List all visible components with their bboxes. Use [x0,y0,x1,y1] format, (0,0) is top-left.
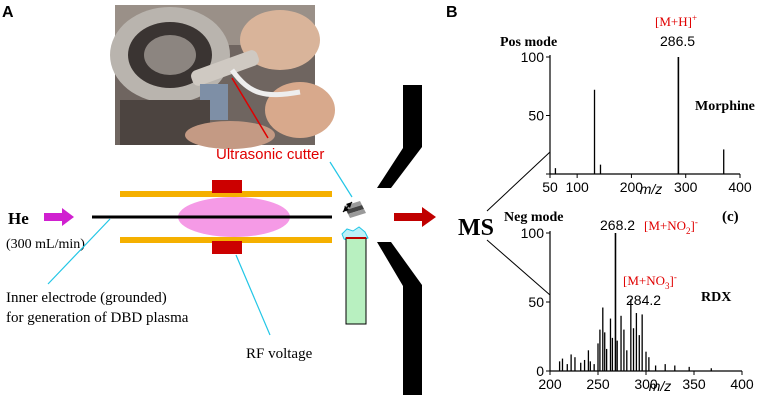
neg-x-tick-label: 250 [586,376,610,392]
pos-y-tick-label: 100 [521,49,545,65]
rf-voltage-label: RF voltage [246,346,313,362]
neg-panel-tag: (c) [722,209,739,225]
dbd-plasma-label: for generation of DBD plasma [6,310,189,326]
pos-ion-label: [M+H]+ [655,13,697,29]
rf-leader-line [235,254,271,336]
neg-compound-label: RDX [701,290,731,305]
upper-tube-wall [120,191,332,197]
oscillation-arrow [342,201,353,213]
neg-y-tick-label: 50 [528,294,544,310]
ms-to-pos-line [486,151,551,212]
pos-x-tick-label: 200 [620,179,644,195]
pos-x-axis-label: m/z [640,181,663,197]
pos-mode-title: Pos mode [500,35,557,50]
neg-mode-spectrum: Neg mode 268.2 [M+NO2]- (c) [M+NO3]- 284… [504,209,754,394]
inner-electrode-label: Inner electrode (grounded) [6,290,167,306]
electrode-leader-line [47,218,111,285]
ultrasonic-cutter-blade [344,201,366,218]
neg-x-axis-label: m/z [649,378,672,394]
flow-rate-label: (300 mL/min) [6,237,85,252]
neg-ion-label-1: [M+NO2]- [644,217,698,236]
pos-x-tick-label: 300 [674,179,698,195]
ms-inlet-upper [377,85,422,188]
pos-y-tick-label: 50 [528,108,544,124]
ms-label: MS [458,215,494,241]
pos-mode-spectrum: Pos mode [M+H]+ 286.5 Morphine 50 100 50 10… [500,13,755,197]
neg-x-tick-label: 400 [730,376,754,392]
gas-inlet-arrow [44,208,74,226]
gas-label: He [8,209,29,228]
ms-inlet-lower [377,242,422,395]
panel-a-letter: A [2,4,14,21]
pos-peaks [554,57,725,174]
neg-mode-title: Neg mode [504,210,564,225]
sample-holder [345,237,367,325]
neg-ion-label-2: [M+NO3]- [623,272,677,291]
neg-y-tick-label: 100 [521,225,545,241]
dbd-ion-source [92,180,332,254]
neg-peak2-label: 284.2 [626,292,661,308]
pos-axes: 50 100 50 100 200 300 400 m/z [521,49,752,197]
neg-peaks [558,233,712,371]
pos-compound-label: Morphine [695,99,755,114]
pos-x-tick-label: 100 [565,179,589,195]
lower-rf-electrode [212,241,242,254]
pos-x-tick-label: 400 [728,179,752,195]
neg-x-tick-label: 300 [634,376,658,392]
ultrasonic-leader-line [231,77,269,139]
neg-y-tick-label: 0 [536,363,544,379]
neg-x-tick-label: 200 [538,376,562,392]
panel-b-letter: B [446,4,458,21]
neg-peak-label: 268.2 [600,217,635,233]
ion-source-photo [110,5,335,149]
pos-x-tick-label: 50 [542,179,558,195]
upper-rf-electrode [212,180,242,193]
pos-peak-label: 286.5 [660,33,695,49]
lower-tube-wall [120,237,332,243]
neg-x-tick-label: 350 [682,376,706,392]
cutter-leader-line [329,161,353,198]
ion-flow-arrow [394,207,436,227]
ms-to-neg-line [486,239,551,296]
neg-axes: 0 50 100 200 250 300 350 400 m/z [521,225,754,394]
ultrasonic-cutter-label: Ultrasonic cutter [216,146,324,163]
